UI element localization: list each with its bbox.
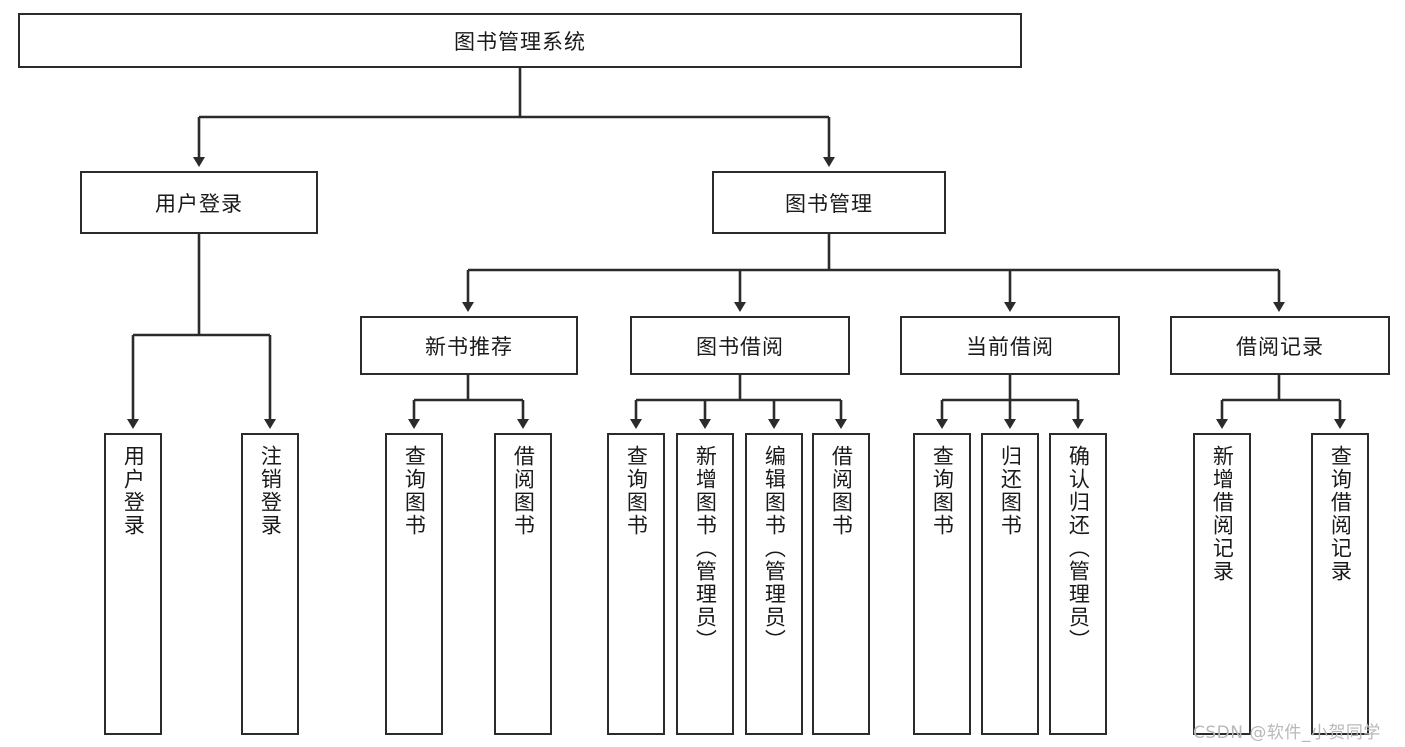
leaf-label: 查询图书 — [402, 445, 427, 537]
leaf-label: 查询借阅记录 — [1328, 445, 1353, 583]
leaf-current-confirm-return-admin[interactable]: 确认归还（管理员） — [1049, 433, 1107, 735]
leaf-label: 借阅图书 — [829, 445, 854, 537]
leaf-borrow-borrow-book[interactable]: 借阅图书 — [812, 433, 870, 735]
leaf-current-return-book[interactable]: 归还图书 — [981, 433, 1039, 735]
leaf-recommend-query-book[interactable]: 查询图书 — [385, 433, 443, 735]
leaf-user-login-logout[interactable]: 注销登录 — [241, 433, 299, 735]
node-current-borrow[interactable]: 当前借阅 — [900, 316, 1120, 375]
node-book-management[interactable]: 图书管理 — [712, 171, 946, 234]
node-book-management-label: 图书管理 — [785, 191, 873, 216]
node-borrow-record[interactable]: 借阅记录 — [1170, 316, 1390, 375]
node-user-login-label: 用户登录 — [155, 191, 243, 216]
node-current-borrow-label: 当前借阅 — [966, 334, 1054, 359]
leaf-label: 查询图书 — [624, 445, 649, 537]
leaf-label: 归还图书 — [998, 445, 1023, 537]
leaf-user-login-login[interactable]: 用户登录 — [104, 433, 162, 735]
leaf-label: 借阅图书 — [511, 445, 536, 537]
leaf-label: 新增图书（管理员） — [693, 445, 718, 652]
node-new-book-recommend[interactable]: 新书推荐 — [360, 316, 578, 375]
csdn-watermark: CSDN @软件_小贺同学 — [1193, 723, 1381, 743]
node-book-borrow[interactable]: 图书借阅 — [630, 316, 850, 375]
node-root-label: 图书管理系统 — [454, 29, 586, 54]
node-new-book-recommend-label: 新书推荐 — [425, 334, 513, 359]
leaf-label: 用户登录 — [121, 445, 146, 537]
leaf-borrow-edit-book-admin[interactable]: 编辑图书（管理员） — [745, 433, 803, 735]
leaf-label: 查询图书 — [930, 445, 955, 537]
node-book-borrow-label: 图书借阅 — [696, 334, 784, 359]
leaf-label: 确认归还（管理员） — [1066, 445, 1091, 652]
leaf-label: 编辑图书（管理员） — [762, 445, 787, 652]
node-root[interactable]: 图书管理系统 — [18, 13, 1022, 68]
leaf-borrow-add-book-admin[interactable]: 新增图书（管理员） — [676, 433, 734, 735]
leaf-label: 注销登录 — [258, 445, 283, 537]
leaf-recommend-borrow-book[interactable]: 借阅图书 — [494, 433, 552, 735]
leaf-borrow-query-book[interactable]: 查询图书 — [607, 433, 665, 735]
leaf-label: 新增借阅记录 — [1210, 445, 1235, 583]
node-borrow-record-label: 借阅记录 — [1236, 334, 1324, 359]
leaf-current-query-book[interactable]: 查询图书 — [913, 433, 971, 735]
node-user-login[interactable]: 用户登录 — [80, 171, 318, 234]
leaf-record-add-record[interactable]: 新增借阅记录 — [1193, 433, 1251, 735]
leaf-record-query-record[interactable]: 查询借阅记录 — [1311, 433, 1369, 735]
